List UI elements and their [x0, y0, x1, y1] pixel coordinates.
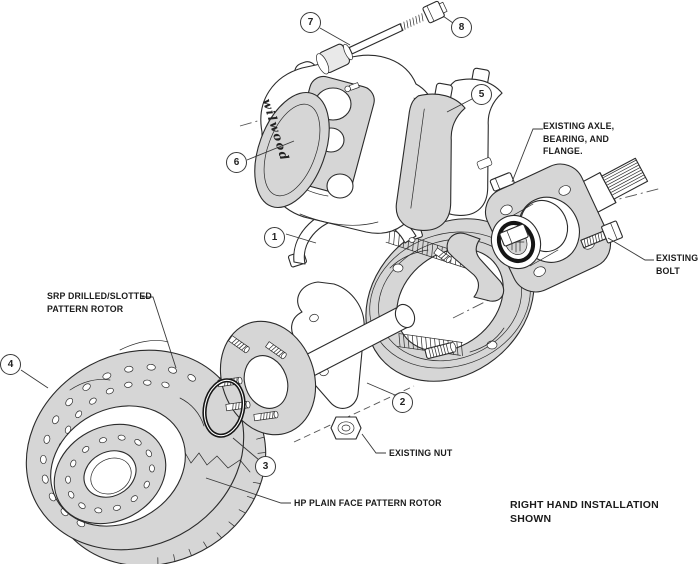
pad-clip — [499, 223, 529, 247]
label-existing-nut: EXISTING NUT — [389, 448, 453, 458]
cable-bracket-hook — [446, 232, 505, 302]
callout-4: 4 — [0, 354, 21, 375]
caliper-logo-band — [254, 91, 330, 209]
shoe-adjuster — [424, 341, 457, 359]
pad-clip — [476, 157, 493, 170]
pad-clip — [489, 172, 515, 192]
label-hp-rotor: HP PLAIN FACE PATTERN ROTOR — [294, 498, 442, 508]
existing-bolt — [580, 220, 623, 249]
brake-pads — [395, 67, 529, 247]
axle-spline — [603, 159, 646, 196]
leader-lines — [20, 15, 654, 504]
note-right-hand-installation: RIGHT HAND INSTALLATION SHOWN — [510, 499, 659, 525]
callout-6: 6 — [226, 152, 247, 173]
callout-2: 2 — [392, 392, 413, 413]
axle-bearing — [496, 221, 536, 263]
existing-axle-bearing-flange — [484, 163, 612, 293]
label-existing-axle: EXISTING AXLE, BEARING, AND FLANGE. — [543, 121, 615, 156]
callout-3: 3 — [255, 456, 276, 477]
parking-brake-spring — [396, 333, 463, 356]
callout-8: 8 — [451, 17, 472, 38]
callout-1: 1 — [264, 227, 285, 248]
existing-nut — [330, 416, 362, 440]
label-existing-bolt: EXISTING BOLT — [656, 253, 699, 276]
rotor-o-ring — [202, 378, 246, 438]
callout-5: 5 — [471, 84, 492, 105]
callout-7: 7 — [300, 12, 321, 33]
caliper-bolt-and-spacer — [316, 0, 448, 75]
rotor — [25, 340, 267, 564]
caliper-bolt — [348, 23, 404, 55]
bleed-screw — [344, 82, 360, 93]
label-srp-rotor: SRP DRILLED/SLOTTED PATTERN ROTOR — [47, 291, 152, 314]
